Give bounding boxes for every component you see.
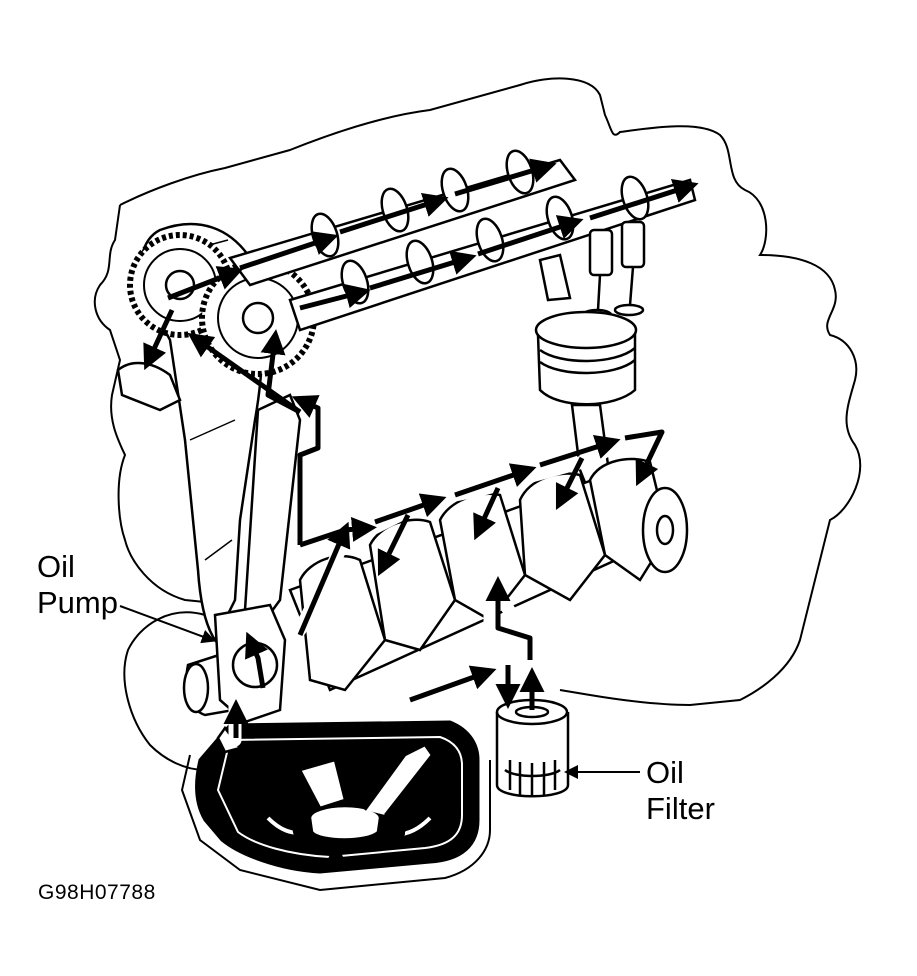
oil-pump-label-line1: Oil — [37, 549, 75, 584]
oil-filter — [495, 698, 570, 798]
engine-block-outline — [93, 77, 862, 771]
oil-pump-label-line2: Pump — [37, 585, 118, 620]
oil-filter-label-line2: Filter — [646, 791, 715, 826]
figure-code: G98H07788 — [38, 881, 156, 904]
oil-filter-label-line1: Oil — [646, 755, 684, 790]
oil-flow-arrows — [143, 158, 699, 738]
oil-pan-flow-arrows — [266, 816, 432, 863]
oil-strainer — [298, 743, 434, 841]
leader-lines — [119, 605, 640, 779]
